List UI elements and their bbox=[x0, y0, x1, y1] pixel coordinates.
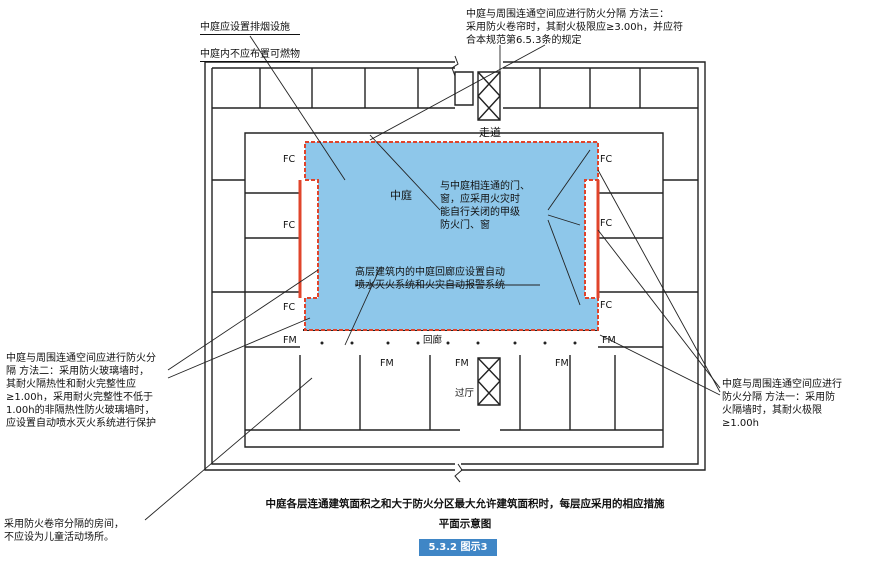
break-marks bbox=[451, 55, 463, 483]
note-fire-doors: 与中庭相连通的门、 窗，应采用火灾时 能自行关闭的甲级 防火门、窗 bbox=[440, 181, 530, 231]
figure-badge: 5.3.2 图示3 bbox=[419, 539, 497, 556]
atrium-label: 中庭 bbox=[390, 189, 412, 202]
figure-caption: 中庭各层连通建筑面积之和大于防火分区最大允许建筑面积时，每层应采用的相应措施 bbox=[265, 498, 665, 510]
fc-label: FC bbox=[600, 300, 613, 311]
fc-label: FC bbox=[600, 218, 613, 229]
fm-label: FM bbox=[602, 335, 616, 346]
fm-label: FM bbox=[380, 358, 394, 369]
note-line: 中庭应设置排烟设施 bbox=[200, 21, 300, 35]
sprinkler-dots bbox=[320, 341, 577, 345]
note-method-two: 中庭与周围连通空间应进行防火分 隔 方法二：采用防火玻璃墙时， 其耐火隔热性和耐… bbox=[6, 353, 156, 429]
fc-label: FC bbox=[283, 302, 296, 313]
hall-label: 过厅 bbox=[455, 388, 475, 399]
fc-label: FC bbox=[283, 154, 296, 165]
fc-label: FC bbox=[600, 154, 613, 165]
fc-label: FC bbox=[283, 220, 296, 231]
corridor-label: 走道 bbox=[479, 126, 501, 139]
note-smoke-exhaust: 中庭应设置排烟设施 中庭内不应布置可燃物 bbox=[200, 8, 300, 75]
leader-lines bbox=[144, 35, 721, 521]
gallery-label: 回廊 bbox=[423, 335, 443, 346]
note-method-three: 中庭与周围连通空间应进行防火分隔 方法三： 采用防火卷帘时，其耐火极限应≥3.0… bbox=[466, 9, 683, 46]
note-children-room: 采用防火卷帘分隔的房间， 不应设为儿童活动场所。 bbox=[4, 519, 124, 543]
note-line: 中庭内不应布置可燃物 bbox=[200, 49, 300, 62]
outer-walls bbox=[204, 61, 706, 471]
fm-label: FM bbox=[455, 358, 469, 369]
fire-walls bbox=[298, 180, 600, 298]
figure-subtitle: 平面示意图 bbox=[438, 518, 492, 530]
fm-label: FM bbox=[555, 358, 569, 369]
note-method-one: 中庭与周围连通空间应进行 防火分隔 方法一：采用防 火隔墙时，其耐火极限 ≥1.… bbox=[722, 379, 842, 429]
note-sprinkler: 高层建筑内的中庭回廊应设置自动 喷水灭火系统和火灾自动报警系统 bbox=[355, 267, 505, 291]
fm-label: FM bbox=[283, 335, 297, 346]
